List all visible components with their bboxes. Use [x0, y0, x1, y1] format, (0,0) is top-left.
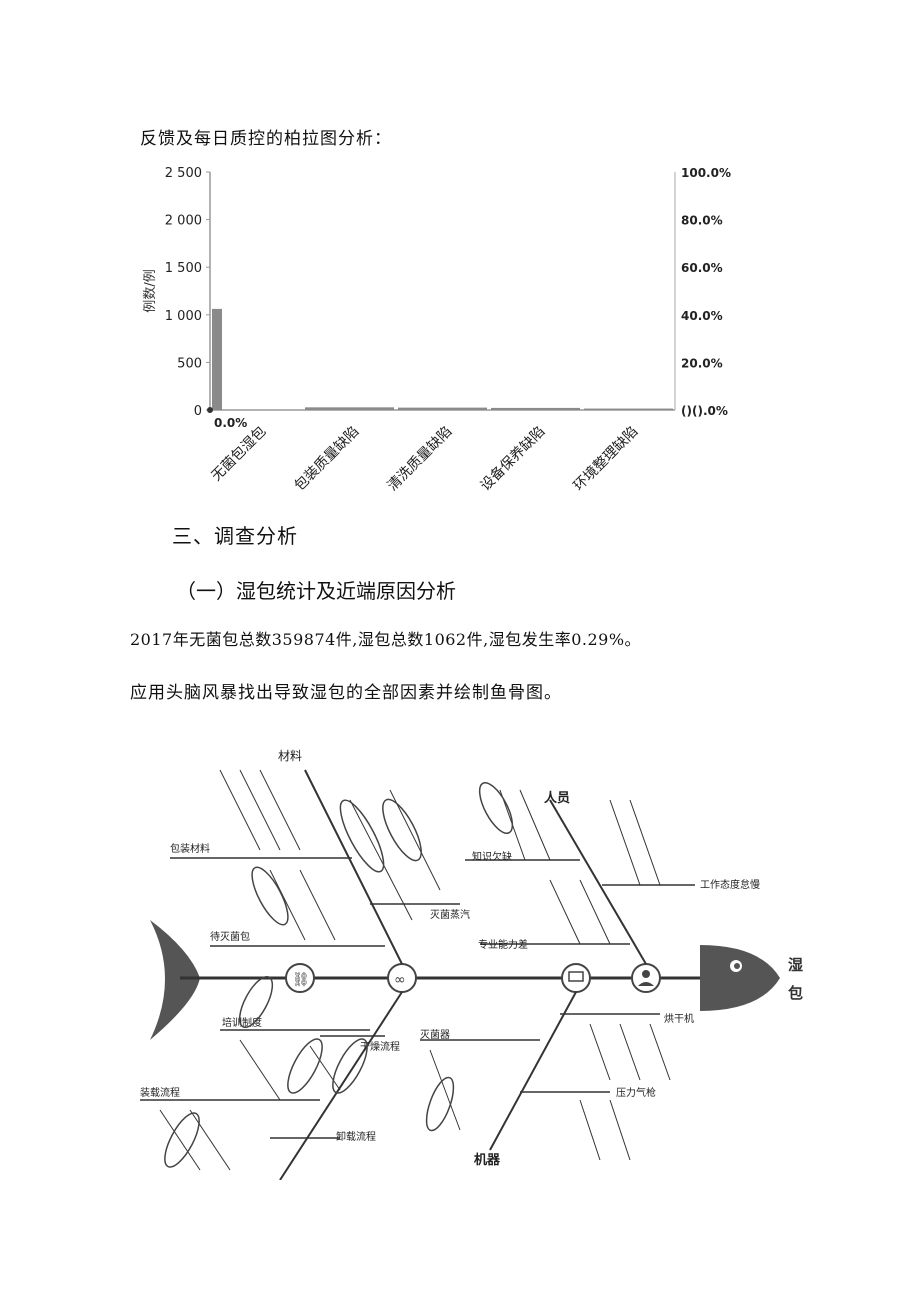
paragraph-stats: 2017年无菌包总数359874件,湿包总数1062件,湿包发生率0.29%。: [130, 626, 641, 650]
y-tick-label: 500: [177, 356, 202, 371]
computer-icon: [562, 964, 590, 992]
label-skill: 专业能力差: [478, 938, 528, 951]
paragraph-method: 应用头脑风暴找出导致湿包的全部因素并绘制鱼骨图。: [130, 678, 562, 703]
bone-method: [280, 992, 402, 1180]
y2-tick-label: 60.0%: [681, 261, 723, 275]
fish-tail: [150, 920, 200, 1040]
pareto-chart: 0 500 1 000 1 500 2 000 2 500 ()().0% 20.0% 40.0…: [130, 150, 770, 510]
bar: [584, 409, 673, 410]
label-sterilizer: 灭菌器: [420, 1029, 450, 1041]
fish-head: [700, 945, 780, 1011]
bar: [491, 408, 580, 410]
intro-text: 反馈及每日质控的柏拉图分析：: [140, 124, 392, 149]
label-unloading: 卸载流程: [336, 1130, 376, 1143]
x-tick-label: 设备保养缺陷: [477, 423, 548, 494]
y2-tick-label: 80.0%: [681, 214, 723, 228]
section-heading: 三、调查分析: [172, 520, 298, 549]
label-packaging: 包装材料: [170, 842, 210, 855]
bar: [212, 309, 222, 410]
y2-tick-label: ()().0%: [681, 404, 728, 418]
x-tick-label: 无菌包湿包: [209, 424, 270, 485]
label-machine: 机器: [474, 1152, 501, 1168]
annotation-label: 0.0%: [214, 416, 247, 430]
bone-people: [550, 800, 646, 964]
y-tick-label: 1 500: [165, 261, 202, 276]
label-air-gun: 压力气枪: [616, 1086, 656, 1099]
label-loading: 装载流程: [140, 1086, 180, 1099]
y-tick-label: 2 000: [165, 214, 202, 229]
label-steam: 灭菌蒸汽: [430, 908, 470, 921]
label-knowledge: 知识欠缺: [472, 850, 512, 863]
y-tick-label: 2 500: [165, 166, 202, 181]
svg-text:∞: ∞: [394, 972, 406, 988]
bar: [305, 407, 394, 410]
y-tick-label: 1 000: [165, 309, 202, 324]
label-pending-pack: 待灭菌包: [210, 930, 250, 943]
y-tick-label: 0: [194, 404, 202, 419]
fish-head-label-1: 湿: [788, 956, 803, 974]
x-tick-label: 包装质量缺陷: [292, 424, 363, 495]
fish-head-label-2: 包: [788, 984, 803, 1002]
x-tick-label: 环境整理缺陷: [571, 424, 642, 495]
label-material: 材料: [278, 749, 302, 763]
svg-text:⛓: ⛓: [292, 972, 310, 988]
label-dryer: 烘干机: [664, 1012, 694, 1025]
cumulative-point: [207, 407, 213, 413]
subsection-heading: （一）湿包统计及近端原因分析: [176, 575, 456, 604]
bar: [398, 408, 487, 410]
y2-tick-label: 20.0%: [681, 356, 723, 370]
bone-machine: [490, 992, 576, 1150]
y2-tick-label: 100.0%: [681, 166, 731, 180]
label-attitude: 工作态度怠慢: [700, 878, 760, 891]
x-tick-label: 清洗质量缺陷: [385, 424, 456, 495]
label-people: 人员: [544, 790, 570, 806]
fishbone-diagram: 湿 包 ⛓ ∞ 材料 包装材料 待灭菌包 灭菌蒸汽 人员 知识欠缺 工作态度怠慢…: [140, 740, 810, 1180]
y2-tick-label: 40.0%: [681, 309, 723, 323]
y-axis-label: 例数/例: [143, 269, 158, 312]
